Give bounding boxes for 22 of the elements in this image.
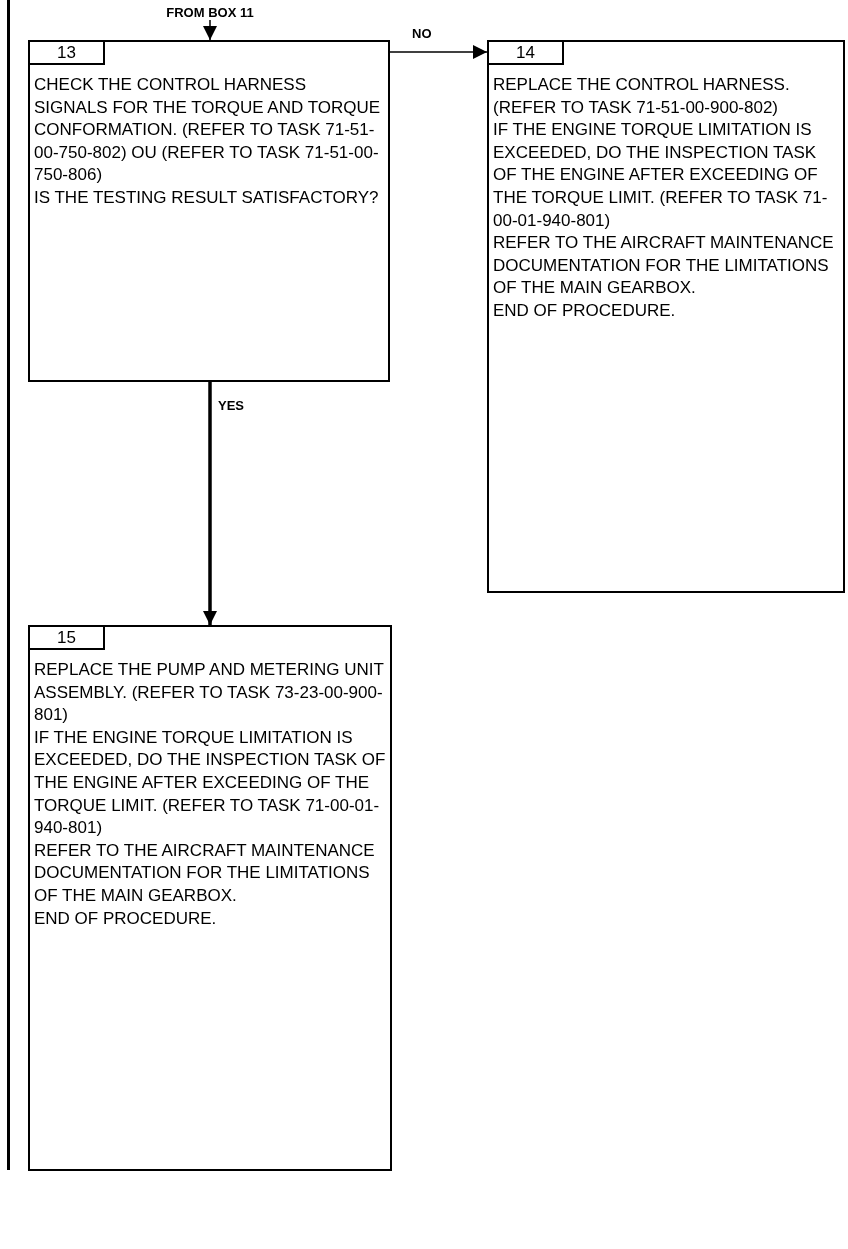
- process-box: [487, 40, 845, 593]
- instruction-text: IS THE TESTING RESULT SATISFACTORY?: [33, 186, 380, 209]
- instruction-text: REFER TO THE AIRCRAFT MAINTENANCE DOCUMENTATION FOR THE LIMITATIONS OF THE MAIN GEARBOX.: [492, 232, 835, 300]
- instruction-text: REPLACE THE CONTROL HARNESS. (REFER TO TASK 71-51-00-900-802): [492, 74, 791, 119]
- arrow: [203, 19, 217, 41]
- arrow: [389, 45, 488, 59]
- process-box: [28, 40, 390, 382]
- instruction-text: END OF PROCEDURE.: [492, 299, 677, 322]
- step-number: 15: [30, 627, 105, 650]
- edge-label: NO: [410, 26, 434, 41]
- process-box: [28, 625, 392, 1171]
- instruction-text: REFER TO THE AIRCRAFT MAINTENANCE DOCUMENTATION FOR THE LIMITATIONS OF THE MAIN GEARBOX.: [33, 839, 376, 907]
- edge-label: YES: [216, 398, 246, 413]
- instruction-text: IF THE ENGINE TORQUE LIMITATION IS EXCEEDED, DO THE INSPECTION TASK OF THE ENGINE AFTER EXCEEDING OF THE TORQUE LIMIT. (REFER TO TASK 71-00-01-940-801): [33, 726, 387, 840]
- arrow: [203, 382, 217, 625]
- instruction-text: CHECK THE CONTROL HARNESS SIGNALS FOR THE TORQUE AND TORQUE CONFORMATION. (REFER TO TASK 71-51-00-750-802) OU (REFER TO TASK 71-51-00-750-806): [33, 74, 382, 187]
- step-number: 13: [30, 42, 105, 65]
- instruction-text: IF THE ENGINE TORQUE LIMITATION IS EXCEEDED, DO THE INSPECTION TASK OF THE ENGINE AFTER EXCEEDING OF THE TORQUE LIMIT. (REFER TO TASK 71-00-01-940-801): [492, 119, 829, 232]
- step-number: 14: [489, 42, 564, 65]
- source-label: FROM BOX 11: [148, 5, 272, 20]
- instruction-text: REPLACE THE PUMP AND METERING UNIT ASSEMBLY. (REFER TO TASK 73-23-00-900-801): [33, 659, 385, 727]
- instruction-text: END OF PROCEDURE.: [33, 907, 218, 930]
